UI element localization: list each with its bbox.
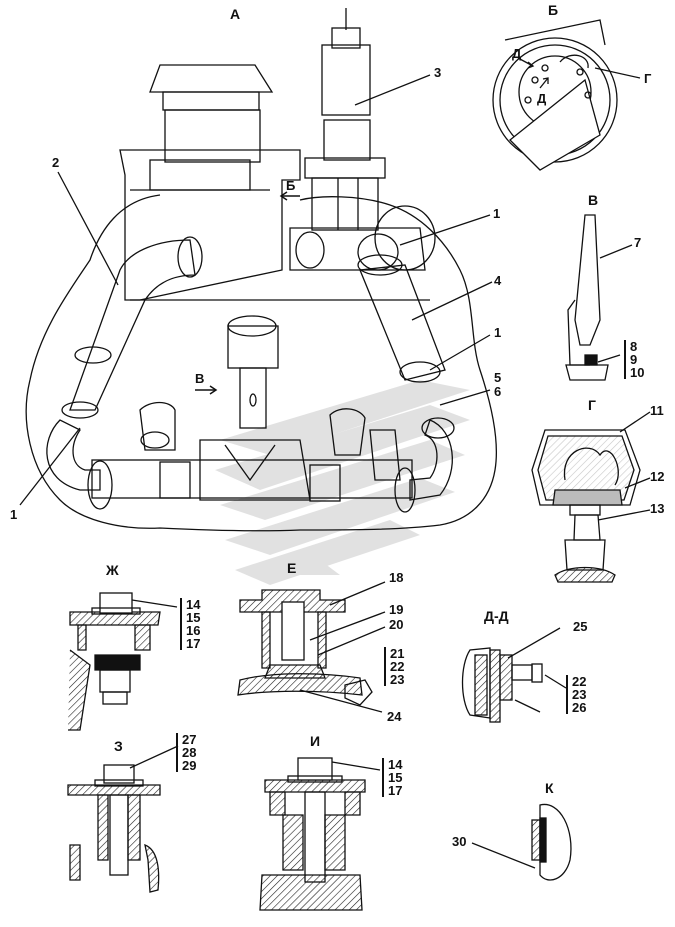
group-item: 23	[572, 687, 587, 702]
group-item: 29	[182, 758, 197, 773]
callout-5: 5	[494, 370, 502, 385]
turbo-flange	[304, 157, 386, 179]
group-i-items: 14 15 17	[382, 758, 402, 797]
view-i-drawing	[259, 757, 381, 911]
view-title-dd: Д-Д	[484, 608, 509, 624]
group-item: 14	[186, 597, 201, 612]
group-item: 8	[630, 339, 638, 354]
callout-6: 6	[494, 384, 502, 399]
view-title-g: Г	[588, 397, 596, 413]
group-e-items: 21 22 23	[384, 647, 404, 686]
callout-7: 7	[634, 235, 642, 250]
callout-1-top: 1	[493, 206, 501, 221]
view-title-a: А	[230, 6, 241, 22]
group-item: 22	[390, 659, 405, 674]
pipe-2	[69, 239, 196, 411]
group-item: 17	[388, 783, 403, 798]
view-title-zh: Ж	[106, 562, 119, 578]
view-dd-drawing	[461, 627, 567, 723]
view-b-drawing	[492, 19, 641, 171]
group-item: 23	[390, 672, 405, 687]
group-z-items: 27 28 29	[176, 733, 196, 772]
group-item: 26	[572, 700, 587, 715]
view-title-v: В	[588, 192, 599, 208]
exhaust-pipe-3	[321, 44, 371, 116]
lower-pipe-left	[46, 419, 101, 491]
callout-13: 13	[650, 501, 665, 516]
callout-4: 4	[494, 273, 502, 288]
filter-body	[164, 109, 261, 163]
pipe-4	[359, 264, 446, 381]
callout-g: Г	[644, 71, 652, 86]
section-d-top: Д	[512, 46, 522, 61]
callout-3: 3	[434, 65, 442, 80]
view-title-b: Б	[548, 2, 559, 18]
arrow-v-label: В	[195, 371, 205, 386]
view-z-drawing	[67, 745, 179, 893]
callout-18: 18	[389, 570, 404, 585]
view-k-drawing	[471, 803, 572, 881]
view-title-i: И	[310, 733, 321, 749]
callout-2: 2	[52, 155, 60, 170]
callout-1-mid: 1	[494, 325, 502, 340]
callout-19: 19	[389, 602, 404, 617]
group-zh-items: 14 15 16 17	[180, 598, 200, 650]
callout-11: 11	[650, 403, 664, 418]
filter-neck	[162, 91, 260, 111]
group-item: 22	[572, 674, 587, 689]
arrow-b-label: Б	[286, 178, 296, 193]
callout-24: 24	[387, 709, 402, 724]
callout-25: 25	[573, 619, 588, 634]
view-g-drawing	[531, 411, 651, 583]
group-item: 10	[630, 365, 645, 380]
callout-1-left: 1	[10, 507, 18, 522]
main-assembly-view	[19, 8, 497, 532]
filter-hood	[149, 64, 274, 93]
group-item: 28	[182, 745, 197, 760]
group-dd-items: 22 23 26	[566, 675, 586, 714]
callout-30: 30	[452, 834, 467, 849]
group-item: 16	[186, 623, 201, 638]
group-v-items: 8 9 10	[624, 340, 644, 379]
watermark-logo	[215, 380, 470, 585]
view-v-drawing	[565, 214, 633, 381]
view-title-e: Е	[287, 560, 297, 576]
section-d-bottom: Д	[537, 91, 547, 106]
group-item: 15	[186, 610, 201, 625]
callout-12: 12	[650, 469, 665, 484]
group-item: 17	[186, 636, 201, 651]
callout-20: 20	[389, 617, 404, 632]
group-item: 14	[388, 757, 403, 772]
engine-outline	[25, 194, 497, 532]
silencer-inner	[149, 159, 251, 191]
group-item: 27	[182, 732, 197, 747]
view-title-z: З	[114, 738, 123, 754]
group-item: 21	[390, 646, 405, 661]
group-item: 15	[388, 770, 403, 785]
lower-pipe-right	[409, 419, 453, 501]
view-zh-drawing	[68, 592, 178, 731]
silencer-box	[119, 149, 301, 301]
bottom-tube	[91, 459, 413, 499]
view-title-k: К	[545, 780, 554, 796]
group-item: 9	[630, 352, 638, 367]
view-e-drawing	[237, 581, 386, 713]
